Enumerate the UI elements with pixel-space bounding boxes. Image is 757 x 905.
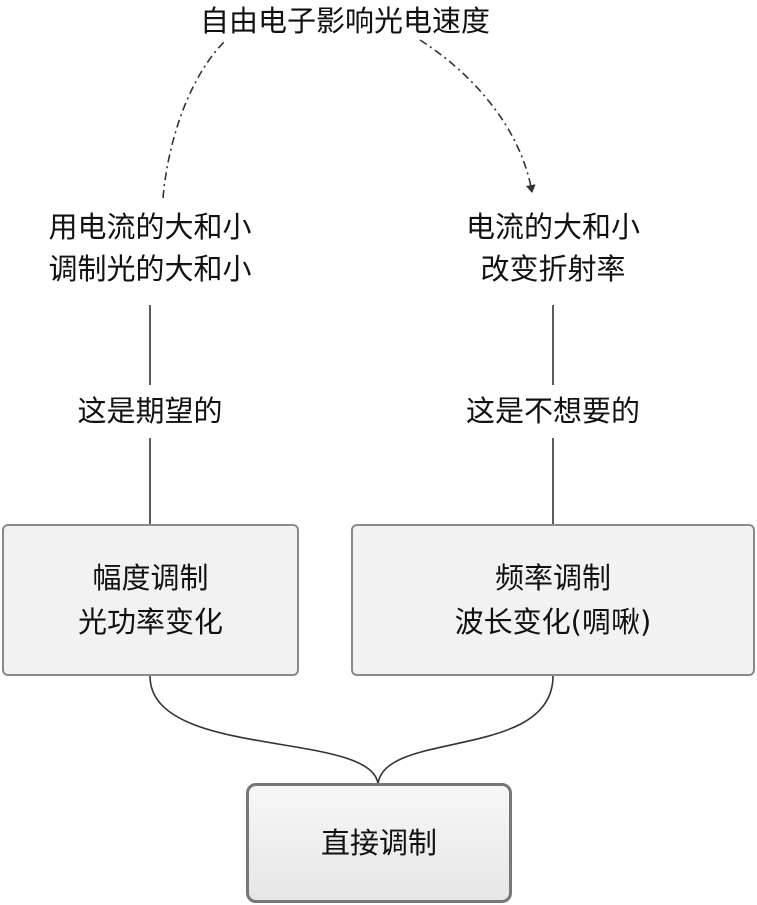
left-verdict: 这是期望的 [77, 394, 223, 428]
bottom-box-label: 直接调制 [320, 826, 437, 860]
right-branch-line1: 电流的大和小 [465, 210, 640, 244]
right-branch-line2: 改变折射率 [480, 252, 626, 286]
merge-curve-right [377, 675, 554, 785]
frequency-modulation-box: 频率调制 波长变化(啁啾) [351, 524, 755, 676]
left-branch-text: 用电流的大和小 调制光的大和小 [20, 206, 280, 290]
left-branch-line2: 调制光的大和小 [48, 252, 252, 286]
dashdot-curve-left [162, 39, 227, 199]
right-verdict: 这是不想要的 [465, 394, 640, 428]
merge-curve-left [149, 675, 379, 785]
right-box-line1: 频率调制 [494, 561, 611, 595]
right-branch-text: 电流的大和小 改变折射率 [433, 206, 673, 290]
top-label: 自由电子影响光电速度 [199, 4, 490, 38]
right-box-line2: 波长变化(啁啾) [454, 605, 652, 639]
left-branch-line1: 用电流的大和小 [48, 210, 252, 244]
left-box-line2: 光功率变化 [77, 605, 223, 639]
left-box-line1: 幅度调制 [92, 561, 209, 595]
amplitude-modulation-box: 幅度调制 光功率变化 [2, 524, 299, 676]
direct-modulation-box: 直接调制 [246, 783, 512, 903]
dashdot-arrow-right [419, 39, 536, 193]
